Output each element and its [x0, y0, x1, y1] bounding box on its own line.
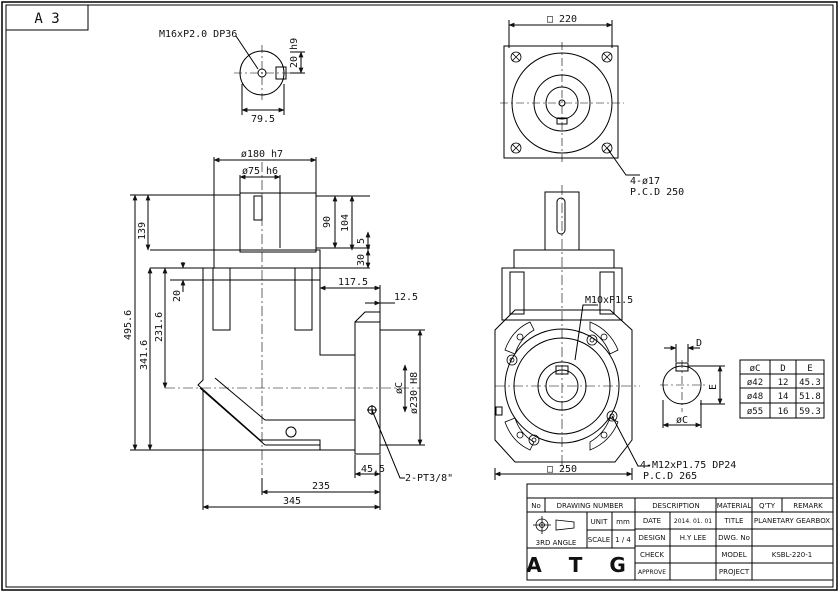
table-header-c: øC: [750, 364, 761, 374]
side-dim-495: 495.6: [123, 310, 134, 340]
side-dim-20: 20: [172, 290, 183, 302]
tb-unit-label: UNIT: [591, 518, 608, 526]
tb-unit-value: mm: [616, 518, 630, 526]
table-header-d: D: [780, 364, 785, 374]
company-logo: A T G: [526, 553, 635, 577]
tb-dwg-label: DWG. No: [718, 534, 750, 542]
side-dim-231: 231.6: [154, 312, 165, 342]
side-dim-45: 45.5: [361, 464, 385, 475]
tb-material: MATERIAL: [717, 502, 752, 510]
side-dim-104: 104: [340, 214, 351, 232]
title-block: No DRAWING NUMBER DESCRIPTION MATERIAL Q…: [526, 483, 834, 581]
tb-scale-label: SCALE: [588, 536, 610, 544]
table-cell: ø55: [747, 407, 763, 417]
side-dim-341: 341.6: [139, 340, 150, 370]
tb-date-label: DATE: [643, 517, 661, 525]
tb-no: No: [531, 502, 541, 510]
table-cell: 16: [778, 407, 789, 417]
tb-design-value: H.Y LEE: [680, 534, 707, 542]
tb-scale-value: 1 / 4: [615, 536, 631, 544]
side-view: [130, 157, 425, 510]
tb-check-label: CHECK: [640, 551, 664, 559]
side-dim-oc: øC: [394, 382, 405, 394]
side-dim-5: 5: [356, 238, 367, 244]
shaft-width-label: 79.5: [251, 114, 275, 125]
front-pcd-label: P.C.D 265: [643, 471, 697, 482]
key-oc-label: øC: [676, 415, 688, 426]
shaft-end-view: [234, 35, 305, 115]
side-dim-230: ø230 H8: [409, 372, 420, 414]
tb-description: DESCRIPTION: [652, 502, 699, 510]
tb-title-value: PLANETARY GEARBOX: [754, 517, 830, 525]
sheet-size-box: [5, 4, 89, 31]
side-dim-139: 139: [137, 222, 148, 240]
table-cell: ø48: [747, 392, 763, 402]
table-cell: ø42: [747, 378, 763, 388]
side-dim-30: 30: [356, 254, 367, 266]
tb-model-value: KSBL-220-1: [772, 551, 812, 559]
tb-qty: Q'TY: [759, 502, 776, 510]
table-cell: 45.3: [799, 378, 821, 388]
front-m10-label: M10xP1.5: [585, 295, 633, 306]
dimension-table: øC D E ø42 12 45.3 ø48 14 51.8 ø55 16 59…: [739, 359, 825, 419]
side-dim-345: 345: [283, 496, 301, 507]
front-square-label: □ 250: [547, 464, 577, 475]
front-m12-label: 4-M12xP1.75 DP24: [640, 460, 736, 471]
flange-view: [500, 20, 640, 176]
tb-project-label: PROJECT: [719, 568, 750, 576]
tb-third-angle: 3RD ANGLE: [536, 539, 577, 547]
side-port-label: 2-PT3/8": [405, 473, 453, 484]
tb-date-value: 2014. 01. 01: [674, 518, 712, 525]
tb-model-label: MODEL: [721, 551, 746, 559]
flange-holes-label: 4-ø17: [630, 176, 660, 187]
third-angle-projection-icon: [533, 516, 575, 534]
table-cell: 12: [778, 378, 789, 388]
key-e-label: E: [708, 384, 719, 390]
tb-remark: REMARK: [793, 502, 823, 510]
table-cell: 51.8: [799, 392, 821, 402]
sheet-inner-border: [5, 4, 834, 588]
tb-drawing-number: DRAWING NUMBER: [557, 502, 624, 510]
side-dim-12: 12.5: [394, 292, 418, 303]
shaft-key-height-label: 20 h9: [289, 38, 300, 68]
key-d-label: D: [696, 338, 702, 349]
flange-square-label: □ 220: [547, 14, 577, 25]
tb-design-label: DESIGN: [639, 534, 666, 542]
side-dim-117: 117.5: [338, 277, 368, 288]
table-header-e: E: [807, 364, 812, 374]
table-cell: 14: [778, 392, 789, 402]
tb-title-label: TITLE: [724, 517, 744, 525]
tb-approve-label: APPROVE: [638, 569, 666, 576]
side-dim-90: 90: [322, 216, 333, 228]
shaft-thread-label: M16xP2.0 DP36: [159, 29, 237, 40]
table-cell: 59.3: [799, 407, 821, 417]
side-housing-dia: ø180 h7: [241, 149, 283, 160]
front-view: [494, 185, 650, 480]
flange-pcd-label: P.C.D 250: [630, 187, 684, 198]
side-dim-235: 235: [312, 481, 330, 492]
sheet-size-label: A 3: [34, 11, 59, 27]
side-shaft-dia: ø75 h6: [242, 166, 278, 177]
key-detail-view: [660, 344, 725, 428]
